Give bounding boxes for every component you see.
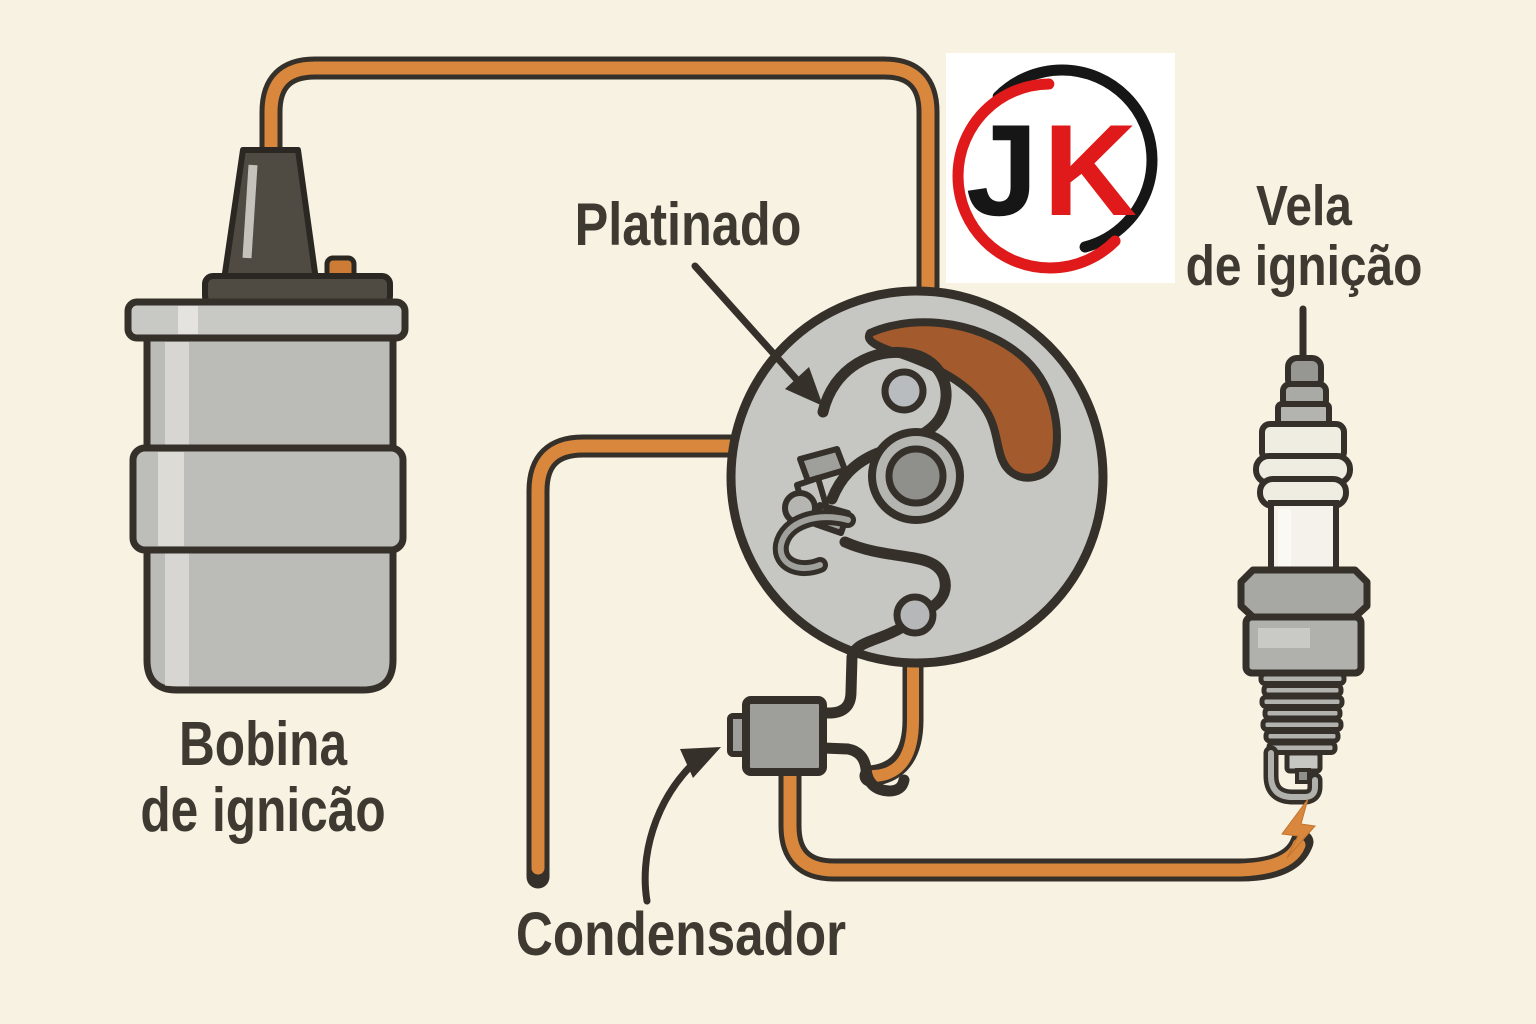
coil-mid-band-highlight <box>158 452 184 546</box>
condensador-arrow <box>641 747 721 905</box>
distributor <box>726 286 1108 719</box>
plug-center-pin <box>1295 768 1311 784</box>
condenser-label-text: Condensador <box>515 900 847 968</box>
distributor-bottom-orange-lead <box>859 637 924 787</box>
coil-tower-highlight <box>242 164 258 259</box>
condenser-to-sparkplug-wire <box>778 752 1314 882</box>
coil-mid-band <box>129 444 407 554</box>
condenser-label: Condensador <box>516 902 846 967</box>
ignition-coil <box>124 147 409 694</box>
spark-plug-label-line1: Vela <box>1256 174 1352 238</box>
platinado-arrow <box>691 262 823 406</box>
ignition-coil-label-line2: de ignicão <box>140 775 386 845</box>
ignition-coil-label: Bobina de ignicão <box>140 712 385 843</box>
plug-porcelain-highlight <box>1278 509 1291 569</box>
spark-plug-label-line2: de ignição <box>1185 234 1423 299</box>
breaker-points-arm <box>817 346 952 505</box>
spark-lightning-bolt-icon <box>1281 798 1316 859</box>
breaker-points-label-text: Platinado <box>574 191 802 258</box>
logo-letter-k: K <box>1043 97 1137 243</box>
cam-hub-inner <box>885 445 947 507</box>
coil-top-band <box>124 298 409 342</box>
condenser-lower-lead <box>817 742 910 797</box>
logo-letter-j: J <box>966 97 1038 243</box>
plug-ground-electrode-inner <box>1268 750 1318 800</box>
logo-circle-strokes <box>952 64 1158 274</box>
plug-shell-highlight <box>1258 628 1310 648</box>
coil-to-distributor-wire <box>259 56 940 312</box>
condenser <box>727 696 910 797</box>
breaker-points-label: Platinado <box>575 193 802 257</box>
terminal-exit-wire <box>817 622 907 719</box>
plug-hex-nut <box>1237 566 1371 621</box>
breaker-points-contacts <box>772 446 856 577</box>
spark-plug-label: Vela de ignição <box>1186 176 1423 297</box>
coil-tower <box>221 147 319 283</box>
jk-logo: J K <box>946 53 1175 283</box>
coil-top-band-highlight <box>178 306 198 334</box>
plug-threads <box>1258 671 1347 755</box>
points-internal-wire <box>839 536 951 617</box>
ignition-coil-label-line1: Bobina <box>178 710 348 779</box>
condenser-body <box>742 696 827 776</box>
spark-plug <box>1237 355 1371 859</box>
distributor-left-wire <box>526 434 757 889</box>
points-pivot <box>881 368 927 414</box>
distributor-terminal <box>893 593 937 637</box>
